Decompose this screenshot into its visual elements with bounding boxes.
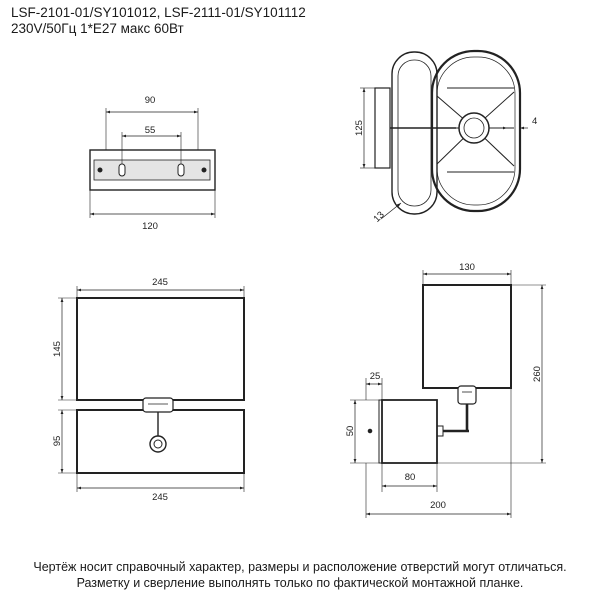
side-arm-outline (391, 51, 438, 215)
side-shade-inner (436, 56, 516, 206)
model-numbers: LSF-2101-01/SY101012, LSF-2111-01/SY1011… (11, 5, 306, 20)
front-view (58, 286, 245, 492)
profile-base (381, 399, 438, 464)
dim-label-55: 55 (145, 125, 156, 136)
profile-view (350, 270, 546, 518)
dim-label-125: 125 (354, 120, 365, 136)
dim-label-4: 4 (532, 116, 537, 127)
dim-label-95: 95 (52, 436, 63, 447)
mount-slot-right (177, 163, 185, 177)
dim-label-50: 50 (345, 426, 356, 437)
dim-label-130: 130 (459, 262, 475, 273)
dim-label-260: 260 (532, 366, 543, 382)
dim-label-90: 90 (145, 95, 156, 106)
disclaimer-line-2: Разметку и сверление выполнять только по… (76, 576, 524, 590)
side-view (360, 49, 528, 220)
profile-shade (422, 284, 512, 389)
dim-label-120: 120 (142, 221, 158, 232)
dim-line-13 (380, 202, 402, 220)
mounting-plate-view (89, 108, 216, 218)
front-socket (142, 397, 174, 413)
mount-slot-left (118, 163, 126, 177)
dim-label-245-top: 245 (152, 277, 168, 288)
front-shade-top (76, 297, 245, 401)
profile-socket (457, 385, 477, 405)
mounting-plate-bar (93, 159, 211, 181)
dim-label-25: 25 (370, 371, 381, 382)
dim-label-200: 200 (430, 500, 446, 511)
electrical-specs: 230V/50Гц 1*E27 макс 60Вт (11, 21, 184, 36)
side-shade-outline (430, 49, 522, 213)
wall-base (374, 87, 391, 169)
side-socket (458, 112, 490, 144)
mount-hole-left (97, 167, 103, 173)
dim-label-80: 80 (405, 472, 416, 483)
front-switch-knob (149, 435, 167, 453)
dim-label-145: 145 (52, 341, 63, 357)
mounting-plate (89, 149, 216, 191)
disclaimer-line-1: Чертёж носит справочный характер, размер… (33, 560, 567, 574)
dim-label-245-bottom: 245 (152, 492, 168, 503)
mount-hole-right (201, 167, 207, 173)
side-arm-inner (397, 59, 432, 207)
dim-label-13: 13 (371, 209, 386, 224)
